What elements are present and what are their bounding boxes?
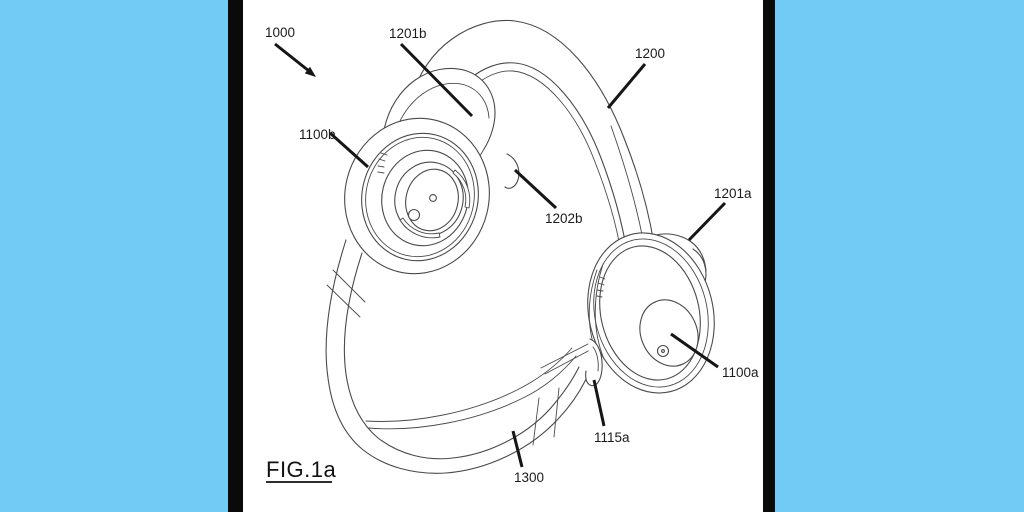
annotation-1100a: 1100a [670,332,759,380]
ref-label-1000: 1000 [265,25,295,40]
figure-panel: 1000 1201b 1200 1100b 1202b [243,0,763,512]
neck-strap [325,239,591,474]
strap-pivot [585,338,603,387]
leader-line [399,42,474,118]
ref-label-1300: 1300 [514,470,544,485]
ref-label-1115a: 1115a [594,430,630,445]
annotation-1115a: 1115a [592,379,630,445]
annotation-1202b: 1202b [513,168,583,226]
ref-label-1200: 1200 [635,46,665,61]
figure-caption: FIG.1a [266,457,337,483]
ref-label-1100a: 1100a [722,365,759,380]
ref-label-1201a: 1201a [714,186,752,201]
patent-figure-svg: 1000 1201b 1200 1100b 1202b [265,19,759,485]
leader-line [511,430,524,468]
headphones-drawing [325,19,715,474]
arrowhead-icon [304,66,316,77]
annotations: 1000 1201b 1200 1100b 1202b [265,25,759,485]
left-hinge-bump [504,153,520,189]
annotation-1100b: 1100b [299,127,370,169]
ref-label-1202b: 1202b [545,211,583,226]
leader-line [513,168,558,210]
leader-line [592,379,606,427]
right-black-bar [763,0,775,512]
right-earcup [587,232,715,394]
annotation-1201a: 1201a [687,186,752,242]
annotation-1200: 1200 [606,46,665,109]
figure-caption-text: FIG.1a [266,457,337,482]
left-earcup [344,117,490,275]
ref-label-1100b: 1100b [299,127,336,142]
leader-line [687,201,727,242]
annotation-1201b: 1201b [389,26,474,118]
left-black-bar [228,0,243,512]
annotation-1000: 1000 [265,25,316,77]
annotation-1300: 1300 [511,430,544,485]
leader-line [670,332,719,369]
ref-label-1201b: 1201b [389,26,427,41]
leader-line [274,42,310,73]
leader-line [328,131,370,169]
leader-line [606,63,647,109]
